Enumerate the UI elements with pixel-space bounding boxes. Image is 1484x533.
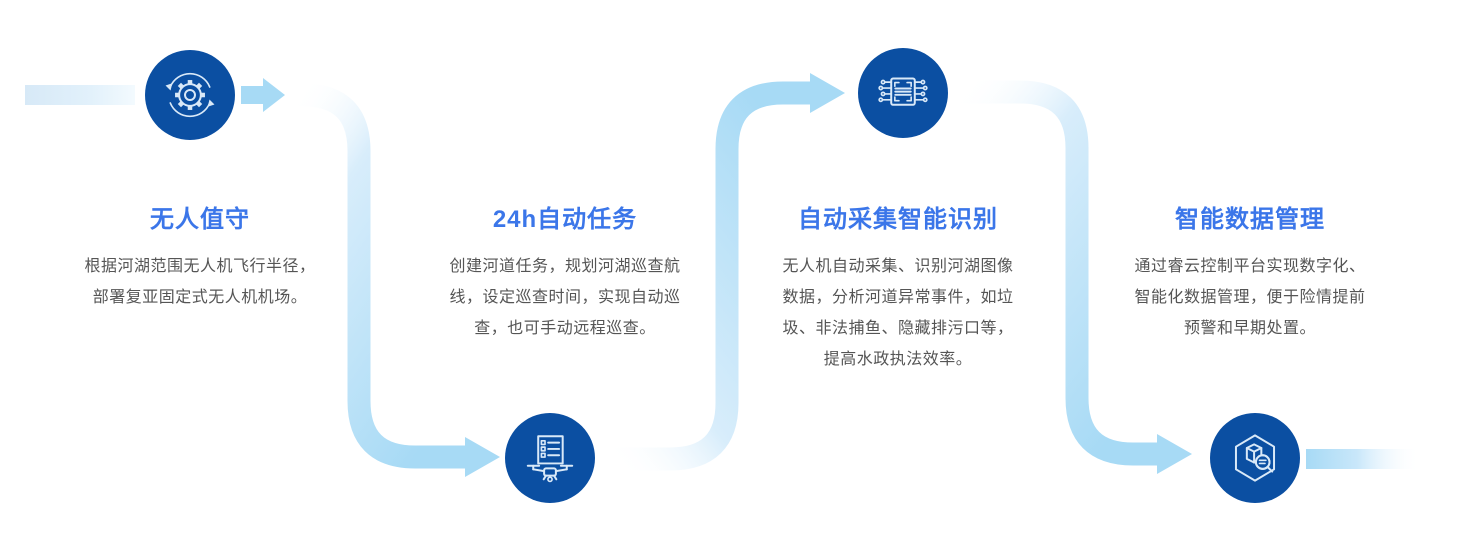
step1-node	[145, 50, 235, 140]
flow-curve-step1-step2	[296, 83, 500, 477]
checklist-drone-icon	[526, 435, 574, 483]
step2-text: 24h自动任务 创建河道任务，规划河湖巡查航线，设定巡查时间，实现自动巡查，也可…	[405, 203, 725, 344]
step4-description: 通过睿云控制平台实现数字化、智能化数据管理，便于险情提前预警和早期处置。	[1134, 258, 1366, 337]
step4-title: 智能数据管理	[1175, 206, 1325, 233]
step1-title: 无人值守	[150, 206, 250, 233]
step3-node	[858, 48, 948, 138]
step4-text: 智能数据管理 通过睿云控制平台实现数字化、智能化数据管理，便于险情提前预警和早期…	[1090, 203, 1410, 344]
gear-sync-icon	[165, 72, 215, 118]
step2-node	[505, 413, 595, 503]
flow-curve-step3-step4	[959, 80, 1192, 474]
step1-text: 无人值守 根据河湖范围无人机飞行半径，部署复亚固定式无人机机场。	[40, 203, 360, 313]
flow-arrow-step1	[241, 78, 285, 112]
ai-chip-icon	[878, 77, 928, 106]
step2-title: 24h自动任务	[492, 206, 638, 233]
flow-entry-bar	[25, 85, 135, 105]
flow-exit-bar	[1306, 449, 1420, 469]
step4-node	[1210, 413, 1300, 503]
step1-description: 根据河湖范围无人机飞行半径，部署复亚固定式无人机机场。	[84, 258, 316, 306]
flow-curve-step2-step3	[611, 73, 845, 471]
step3-description: 无人机自动采集、识别河湖图像数据，分析河道异常事件，如垃圾、非法捕鱼、隐藏排污口…	[782, 258, 1014, 368]
step3-text: 自动采集智能识别 无人机自动采集、识别河湖图像数据，分析河道异常事件，如垃圾、非…	[738, 203, 1058, 375]
hexagon-data-search-icon	[1234, 434, 1276, 482]
step3-title: 自动采集智能识别	[798, 206, 998, 233]
step2-description: 创建河道任务，规划河湖巡查航线，设定巡查时间，实现自动巡查，也可手动远程巡查。	[449, 258, 681, 337]
